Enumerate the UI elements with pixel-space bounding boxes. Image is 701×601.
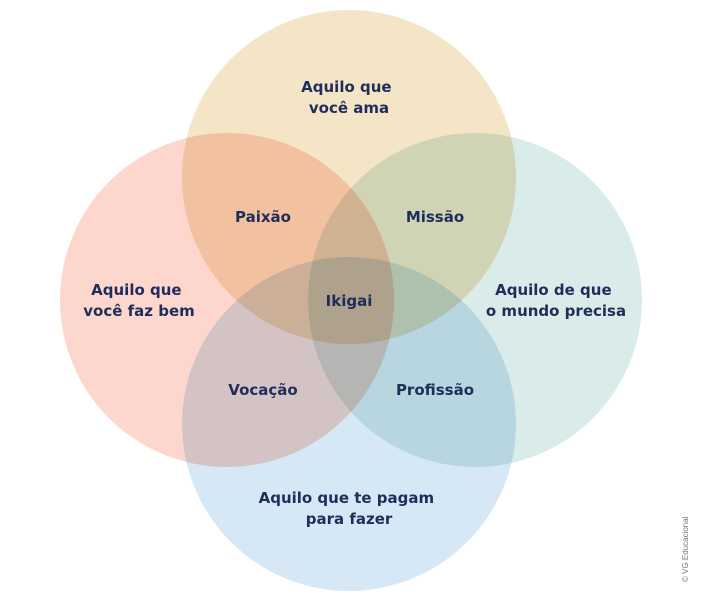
- copyright-credit: © VG Educacional: [681, 516, 690, 582]
- label-passion: Paixão: [235, 208, 291, 226]
- label-vocation: Vocação: [228, 381, 297, 399]
- circle-what-you-are-paid-for: [182, 257, 516, 591]
- label-what-you-are-paid-for: Aquilo que te pagam para fazer: [259, 489, 440, 528]
- label-what-you-love: Aquilo que você ama: [301, 78, 397, 117]
- label-what-the-world-needs: Aquilo de que o mundo precisa: [486, 281, 626, 320]
- label-ikigai: Ikigai: [326, 292, 373, 310]
- label-what-you-are-good-at: Aquilo que você faz bem: [83, 281, 195, 320]
- label-profession: Profissão: [396, 381, 474, 399]
- label-mission: Missão: [406, 208, 464, 226]
